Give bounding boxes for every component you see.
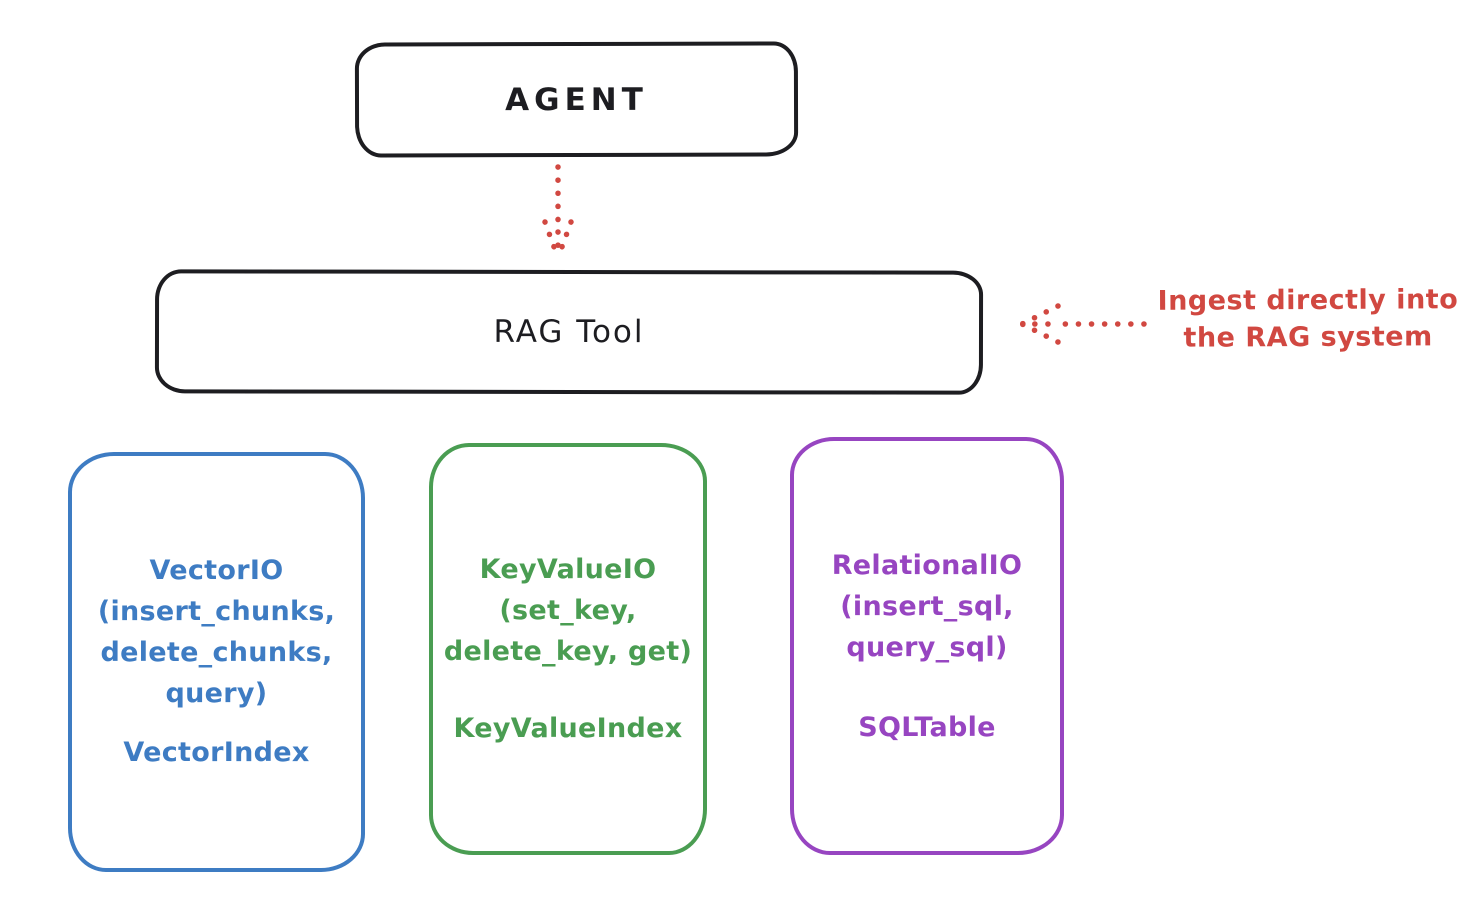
card-line: query_sql) (846, 632, 1008, 663)
card-line: VectorIO (149, 555, 284, 586)
ingest-annotation: Ingest directly into the RAG system (1138, 281, 1478, 357)
card-index-label: VectorIndex (123, 737, 310, 768)
card-vector-io: VectorIO (insert_chunks, delete_chunks, … (68, 452, 365, 872)
card-line: RelationalIO (831, 550, 1023, 581)
arrow-agent-to-ragtool-icon (542, 164, 574, 261)
card-relational-io: RelationalIO (insert_sql, query_sql) SQL… (790, 437, 1064, 855)
card-line: (set_key, (499, 595, 637, 626)
card-line: KeyValueIO (479, 554, 657, 585)
ingest-annotation-line1: Ingest directly into (1157, 284, 1459, 317)
card-line: query) (165, 678, 268, 709)
card-line: delete_key, get) (443, 636, 693, 667)
agent-label: AGENT (505, 81, 648, 118)
ingest-annotation-line2: the RAG system (1183, 321, 1433, 354)
card-index-label: KeyValueIndex (453, 713, 683, 744)
card-line: (insert_chunks, (97, 596, 336, 627)
agent-box: AGENT (354, 41, 799, 158)
card-line: (insert_sql, (840, 591, 1014, 622)
card-line: delete_chunks, (100, 637, 333, 668)
rag-tool-box: RAG Tool (154, 269, 984, 395)
card-keyvalue-io: KeyValueIO (set_key, delete_key, get) Ke… (429, 443, 707, 855)
arrow-annotation-to-ragtool-icon (1019, 303, 1147, 345)
rag-tool-label: RAG Tool (493, 313, 645, 351)
card-index-label: SQLTable (858, 712, 996, 743)
